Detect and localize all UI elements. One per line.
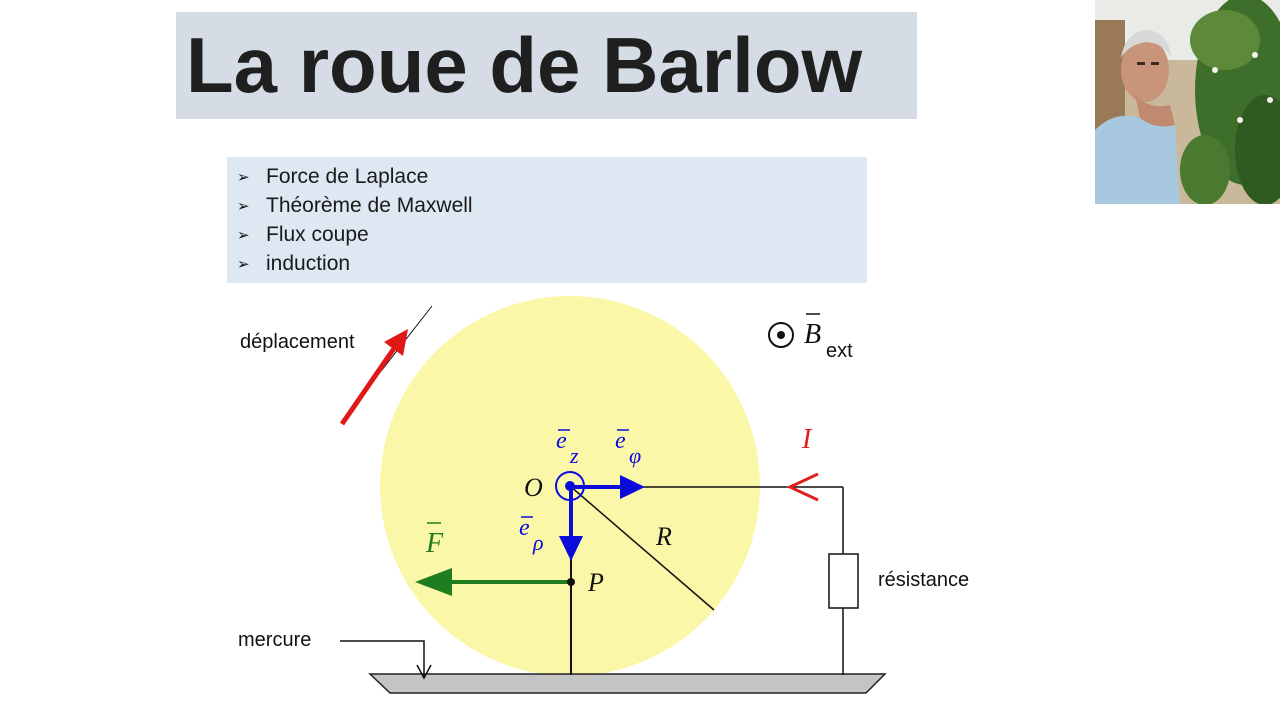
e-rho-arrowhead-icon bbox=[559, 536, 583, 561]
mercury-trough bbox=[368, 673, 887, 694]
e-z-symbol-icon bbox=[555, 471, 585, 501]
arrowhead-bullet-icon: ➢ bbox=[237, 168, 250, 186]
point-label: P bbox=[587, 568, 604, 597]
b-field-dot bbox=[777, 331, 785, 339]
mercury-label: mercure bbox=[238, 629, 311, 651]
list-item: ➢ Flux coupe bbox=[237, 220, 867, 249]
radius-line bbox=[569, 485, 715, 611]
current-label: I bbox=[801, 424, 813, 455]
arrowhead-bullet-icon: ➢ bbox=[237, 226, 250, 244]
displacement-label: déplacement bbox=[240, 331, 355, 353]
field-sub-label: ext bbox=[826, 340, 853, 362]
topic-list: ➢ Force de Laplace ➢ Théorème de Maxwell… bbox=[227, 157, 867, 283]
ephi-sub-label: φ bbox=[629, 443, 641, 468]
b-field-symbol-icon bbox=[768, 322, 794, 348]
list-item: ➢ Force de Laplace bbox=[237, 162, 867, 191]
title-banner: La roue de Barlow bbox=[176, 12, 917, 119]
radius-label: R bbox=[655, 522, 672, 551]
ez-label: e bbox=[556, 428, 567, 454]
current-arrow-icon bbox=[786, 472, 819, 502]
list-item: ➢ induction bbox=[237, 249, 867, 278]
resistor bbox=[828, 553, 859, 609]
center-label: O bbox=[524, 473, 543, 502]
arrowhead-bullet-icon: ➢ bbox=[237, 197, 250, 215]
list-item-label: Force de Laplace bbox=[266, 164, 429, 188]
ez-sub-label: z bbox=[569, 443, 579, 468]
list-item: ➢ Théorème de Maxwell bbox=[237, 191, 867, 220]
point-p-dot bbox=[567, 578, 575, 586]
erho-label: e bbox=[519, 515, 530, 541]
force-arrowhead-icon bbox=[415, 568, 452, 596]
arrowhead-bullet-icon: ➢ bbox=[237, 255, 250, 273]
e-phi-arrowhead-icon bbox=[620, 475, 645, 499]
resistance-label: résistance bbox=[878, 569, 969, 591]
list-item-label: Flux coupe bbox=[266, 222, 369, 246]
e-z-dot bbox=[565, 481, 575, 491]
ephi-label: e bbox=[615, 428, 626, 454]
mercury-pointer-icon bbox=[340, 640, 425, 678]
presenter-photo-icon bbox=[1095, 0, 1280, 204]
mercury-pointer-head bbox=[416, 664, 432, 680]
displacement-arrowhead-icon bbox=[384, 329, 408, 356]
page-title: La roue de Barlow bbox=[186, 21, 863, 109]
list-item-label: induction bbox=[266, 251, 351, 275]
displacement-arrow bbox=[339, 345, 398, 426]
list-item-label: Théorème de Maxwell bbox=[266, 193, 473, 217]
erho-sub-label: ρ bbox=[532, 530, 544, 555]
field-label: B bbox=[804, 319, 821, 350]
force-label: F bbox=[425, 528, 444, 559]
